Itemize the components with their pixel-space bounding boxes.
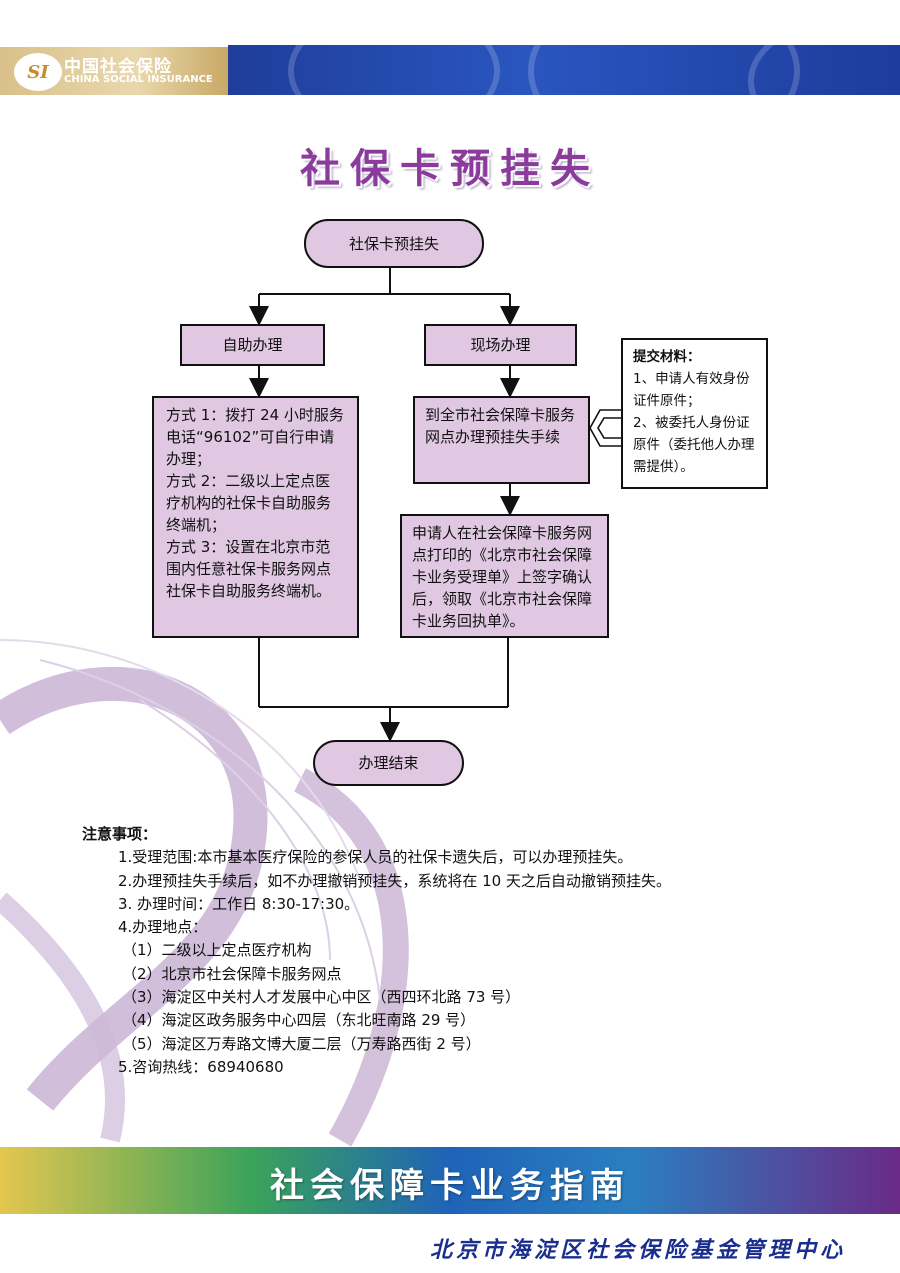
footer-color-band xyxy=(0,1147,900,1214)
flow-end-node: 办理结束 xyxy=(313,740,464,786)
notes-section: 注意事项： 1.受理范围:本市基本医疗保险的参保人员的社保卡遗失后，可以办理预挂… xyxy=(82,823,802,1079)
note-item-5: 5.咨询热线：68940680 xyxy=(118,1057,284,1076)
self-service-methods-box: 方式 1：拨打 24 小时服务电话“96102”可自行申请办理； 方式 2：二级… xyxy=(152,396,359,638)
location-item: （4）海淀区政务服务中心四层（东北旺南路 29 号） xyxy=(122,1011,476,1030)
onsite-step-2-box: 申请人在社会保障卡服务网点打印的《北京市社会保障卡业务受理单》上签字确认后，领取… xyxy=(400,514,609,638)
note-item-2: 2.办理预挂失手续后，如不办理撤销预挂失，系统将在 10 天之后自动撤销预挂失。 xyxy=(118,871,671,890)
materials-box: 提交材料： 1、申请人有效身份证件原件； 2、被委托人身份证原件（委托他人办理需… xyxy=(621,338,768,489)
header-blue-band xyxy=(228,45,900,95)
onsite-node: 现场办理 xyxy=(424,324,577,366)
flow-start-node: 社保卡预挂失 xyxy=(304,219,484,268)
note-item-4: 4.办理地点： xyxy=(118,918,208,937)
page-title: 社保卡预挂失 xyxy=(300,145,600,192)
notes-title: 注意事项： xyxy=(82,825,158,843)
logo-chinese-text: 中国社会保险 xyxy=(64,57,172,77)
note-item-1: 1.受理范围:本市基本医疗保险的参保人员的社保卡遗失后，可以办理预挂失。 xyxy=(118,848,633,867)
materials-item-1: 1、申请人有效身份证件原件； xyxy=(633,371,750,409)
self-method-1: 方式 1：拨打 24 小时服务电话“96102”可自行申请办理； xyxy=(166,406,344,468)
location-item: （2）北京市社会保障卡服务网点 xyxy=(122,964,342,983)
self-service-node: 自助办理 xyxy=(180,324,325,366)
location-item: （1）二级以上定点医疗机构 xyxy=(122,941,312,960)
footer-title: 社会保障卡业务指南 xyxy=(270,1166,630,1206)
footer-organization: 北京市海淀区社会保险基金管理中心 xyxy=(430,1237,847,1263)
location-item: （5）海淀区万寿路文博大厦二层（万寿路西街 2 号） xyxy=(122,1034,481,1053)
si-logo-icon: SI xyxy=(14,53,62,91)
self-method-3: 方式 3：设置在北京市范围内任意社保卡服务网点社保卡自助服务终端机。 xyxy=(166,538,332,600)
logo-english-text: CHINA SOCIAL INSURANCE xyxy=(64,74,213,85)
materials-item-2: 2、被委托人身份证原件（委托他人办理需提供）。 xyxy=(633,415,755,475)
self-method-2: 方式 2：二级以上定点医疗机构的社保卡自助服务终端机； xyxy=(166,472,332,534)
location-item: （3）海淀区中关村人才发展中心中区（西四环北路 73 号） xyxy=(122,988,521,1007)
onsite-step-1-box: 到全市社会保障卡服务网点办理预挂失手续 xyxy=(413,396,590,484)
materials-title: 提交材料： xyxy=(633,349,701,365)
note-item-3: 3. 办理时间：工作日 8:30-17:30。 xyxy=(118,894,360,913)
